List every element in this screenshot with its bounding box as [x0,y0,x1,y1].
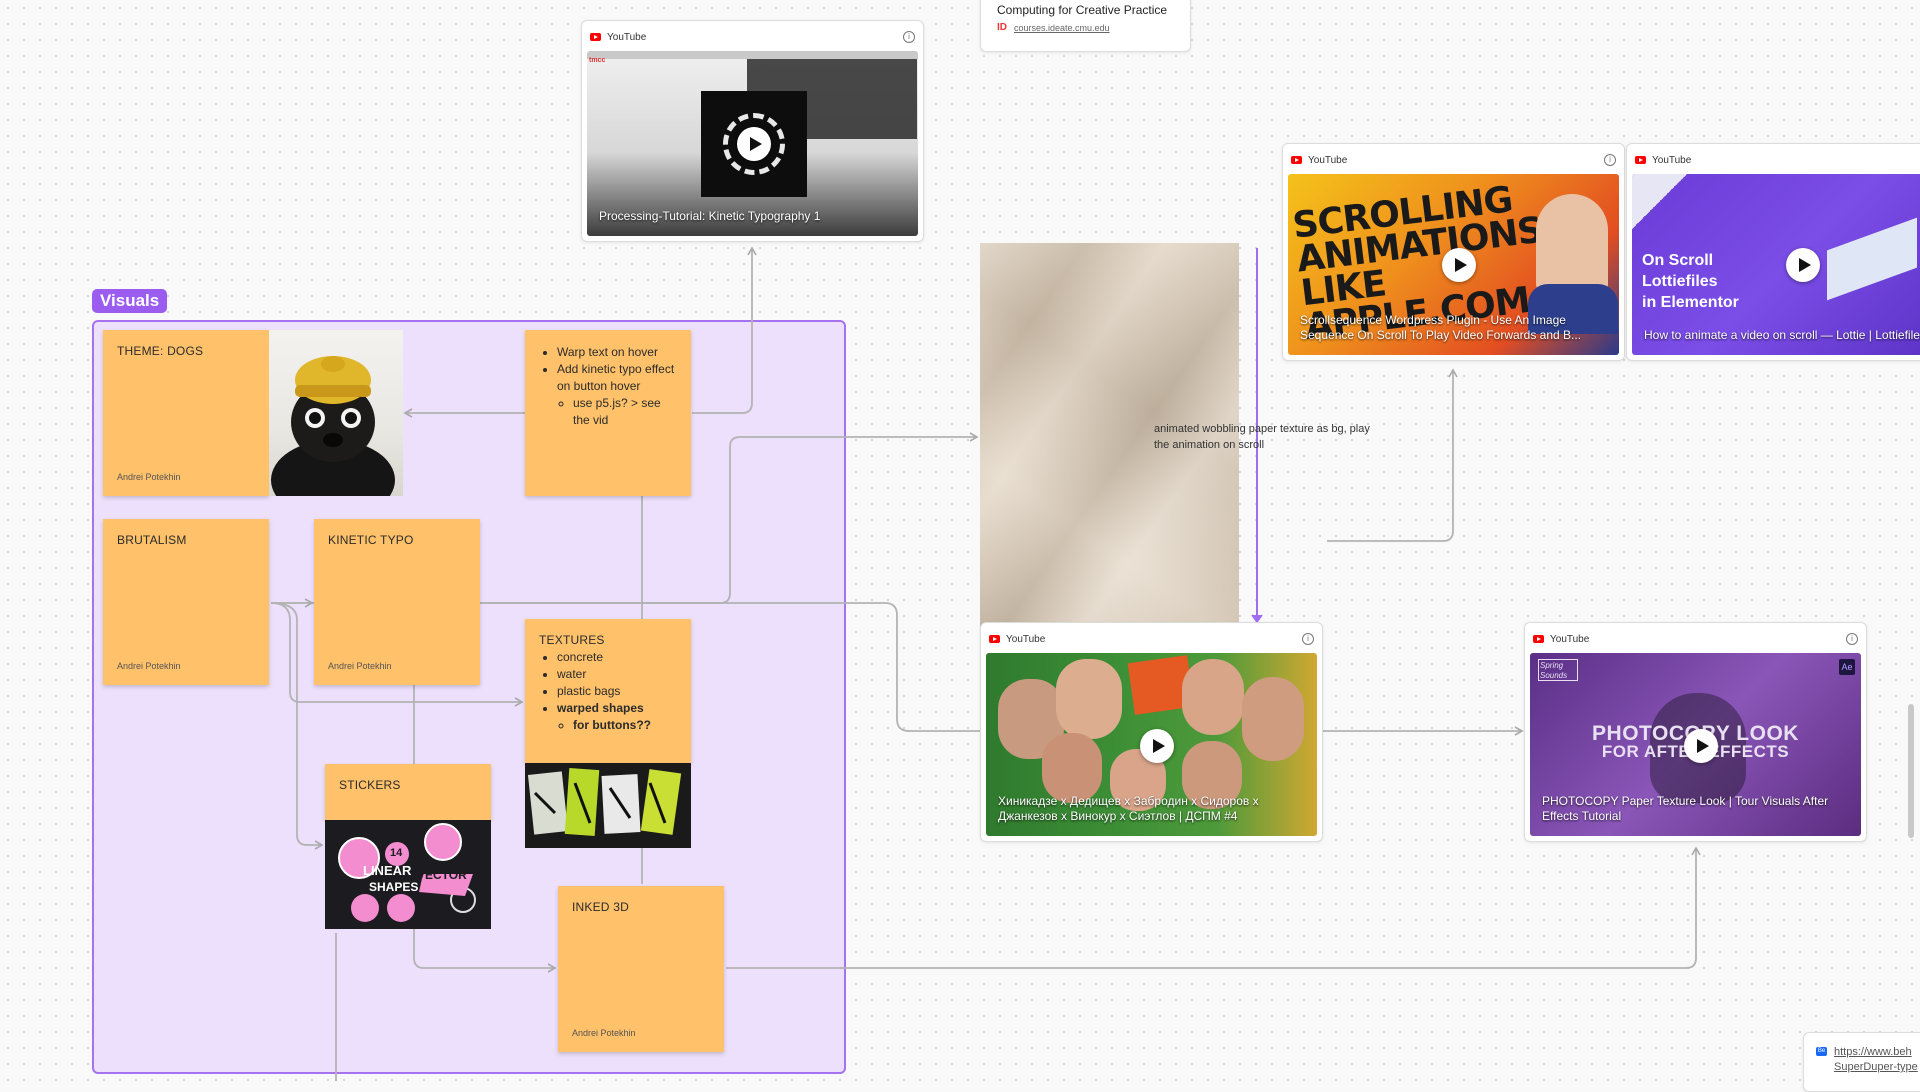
video-title: Хиникадзе х Дедищев х Забродин х Сидоров… [998,794,1259,823]
info-icon[interactable]: i [1604,154,1616,166]
sticky-title: TEXTURES [539,633,605,647]
thumb-text: On Scroll [1642,252,1714,269]
embed-header: YouTube [1635,150,1920,170]
video-title: Processing-Tutorial: Kinetic Typography … [599,209,821,223]
play-icon[interactable] [1442,248,1476,282]
id-icon: ID [997,22,1007,33]
youtube-embed-scrolling[interactable]: YouTube i SCROLLING ANIMATIONS LIKE APPL… [1282,143,1625,361]
video-thumbnail[interactable]: tmcc Processing-Tutorial: Kinetic Typogr… [587,51,918,236]
play-icon[interactable] [737,127,771,161]
embed-header: YouTube i [590,27,915,47]
after-effects-icon: Ae [1839,659,1855,675]
sticky-author: Andrei Potekhin [117,661,181,671]
youtube-icon [590,33,601,41]
sticky-hover-notes[interactable]: Warp text on hover Add kinetic typo effe… [525,330,691,496]
stickers-image[interactable]: LINEAR VECTOR SHAPES 14 [325,820,491,929]
play-icon[interactable] [1140,729,1174,763]
behance-icon: Be [1816,1047,1827,1056]
behance-url[interactable]: https://www.beh SuperDuper-type [1834,1045,1918,1075]
youtube-icon [1533,635,1544,643]
youtube-embed-dspm[interactable]: YouTube i Хиникадзе х Дедищев х Забродин… [980,622,1323,842]
embed-header: YouTube i [1533,629,1858,649]
thumb-text: Lottiefiles [1642,273,1718,290]
stickers-text-shapes: SHAPES [369,880,419,894]
youtube-icon [989,635,1000,643]
link-card-behance[interactable]: Be https://www.beh SuperDuper-type [1803,1032,1920,1092]
sticky-stickers[interactable]: STICKERS [325,764,491,820]
list-item: Warp text on hover [557,344,677,361]
textures-image[interactable] [525,763,691,848]
stickers-collage [338,823,476,922]
embed-provider: YouTube [1652,154,1692,166]
list-item: plastic bags [557,683,677,700]
link-card-computing[interactable]: Computing for Creative Practice ID cours… [980,0,1191,52]
stickers-text-vector: VECTOR [417,868,467,882]
embed-provider: YouTube [1006,633,1046,645]
sticky-author: Andrei Potekhin [117,472,181,482]
embed-provider: YouTube [1308,154,1348,166]
sticky-title: THEME: DOGS [117,344,204,358]
link-card-title: Computing for Creative Practice [997,3,1168,17]
embed-header: YouTube i [989,629,1314,649]
behance-url-line: SuperDuper-type [1834,1061,1918,1073]
youtube-embed-lottie[interactable]: YouTube On Scroll Lottiefiles in Element… [1626,143,1920,361]
info-icon[interactable]: i [1302,633,1314,645]
sticky-textures[interactable]: TEXTURES concrete water plastic bags war… [525,619,691,763]
list-item: water [557,666,677,683]
video-title: PHOTOCOPY Paper Texture Look | Tour Visu… [1542,794,1829,823]
paper-texture-note[interactable]: animated wobbling paper texture as bg, p… [1154,423,1370,451]
logo-stamp: Spring Sounds [1538,659,1578,681]
stickers-text-linear: LINEAR [363,863,412,878]
behance-url-line: https://www.beh [1834,1046,1912,1058]
textures-collage [527,768,682,836]
video-thumbnail[interactable]: On Scroll Lottiefiles in Elementor How t… [1632,174,1920,355]
video-thumbnail[interactable]: PHOTOCOPY LOOK FOR AFTER EFFECTS Ae Spri… [1530,653,1861,836]
sticky-kinetic-typo[interactable]: KINETIC TYPO Andrei Potekhin [314,519,480,685]
sticky-author: Andrei Potekhin [572,1028,636,1038]
link-card-url[interactable]: courses.ideate.cmu.edu [1014,23,1110,33]
youtube-embed-photocopy[interactable]: YouTube i PHOTOCOPY LOOK FOR AFTER EFFEC… [1524,622,1867,842]
info-icon[interactable]: i [903,31,915,43]
video-title: Scrollsequence Wordpress Plugin - Use An… [1300,313,1582,342]
connector-kinetic-to-russian [390,602,1524,736]
video-title: How to animate a video on scroll — Lotti… [1644,328,1920,342]
connector-paper-to-scrolling [1327,368,1458,542]
connector-hover-to-processing [692,246,757,414]
paper-texture-image[interactable] [980,243,1239,632]
embed-provider: YouTube [1550,633,1590,645]
connector-inked-to-photocopy [726,846,1701,969]
textures-list: concrete water plastic bags warped shape… [539,649,677,734]
thumb-text: in Elementor [1642,294,1739,311]
youtube-embed-processing[interactable]: YouTube i tmcc Processing-Tutorial: Kine… [581,20,924,242]
sticky-author: Andrei Potekhin [328,661,392,671]
list-item: Add kinetic typo effect on button hover [557,361,677,395]
video-thumbnail[interactable]: Хиникадзе х Дедищев х Забродин х Сидоров… [986,653,1317,836]
hover-notes-list: Warp text on hover Add kinetic typo effe… [539,344,677,429]
connector-brutalism-to-stickers [270,602,324,850]
list-item: use p5.js? > see the vid [573,395,677,429]
video-thumbnail[interactable]: SCROLLING ANIMATIONS LIKE APPLE.COM Scro… [1288,174,1619,355]
list-item: concrete [557,649,677,666]
sticky-title: KINETIC TYPO [328,533,414,547]
embed-header: YouTube i [1291,150,1616,170]
sticky-brutalism[interactable]: BRUTALISM Andrei Potekhin [103,519,269,685]
sticky-inked-3d[interactable]: INKED 3D Andrei Potekhin [558,886,724,1052]
canvas-scrollbar[interactable] [1908,704,1914,838]
dog-photo[interactable] [269,330,403,496]
pug-image [271,356,395,496]
play-icon[interactable] [1684,729,1718,763]
play-icon[interactable] [1786,248,1820,282]
sticky-title: STICKERS [339,778,401,792]
list-item: for buttons?? [573,717,677,734]
youtube-icon [1635,156,1646,164]
list-item: warped shapes [557,700,677,717]
sticky-theme-dogs[interactable]: THEME: DOGS Andrei Potekhin [103,330,269,496]
sticky-title: INKED 3D [572,900,629,914]
sticky-title: BRUTALISM [117,533,187,547]
frame-label[interactable]: Visuals [92,289,168,313]
youtube-icon [1291,156,1302,164]
embed-provider: YouTube [607,31,647,43]
stickers-text-14: 14 [390,847,403,859]
info-icon[interactable]: i [1846,633,1858,645]
